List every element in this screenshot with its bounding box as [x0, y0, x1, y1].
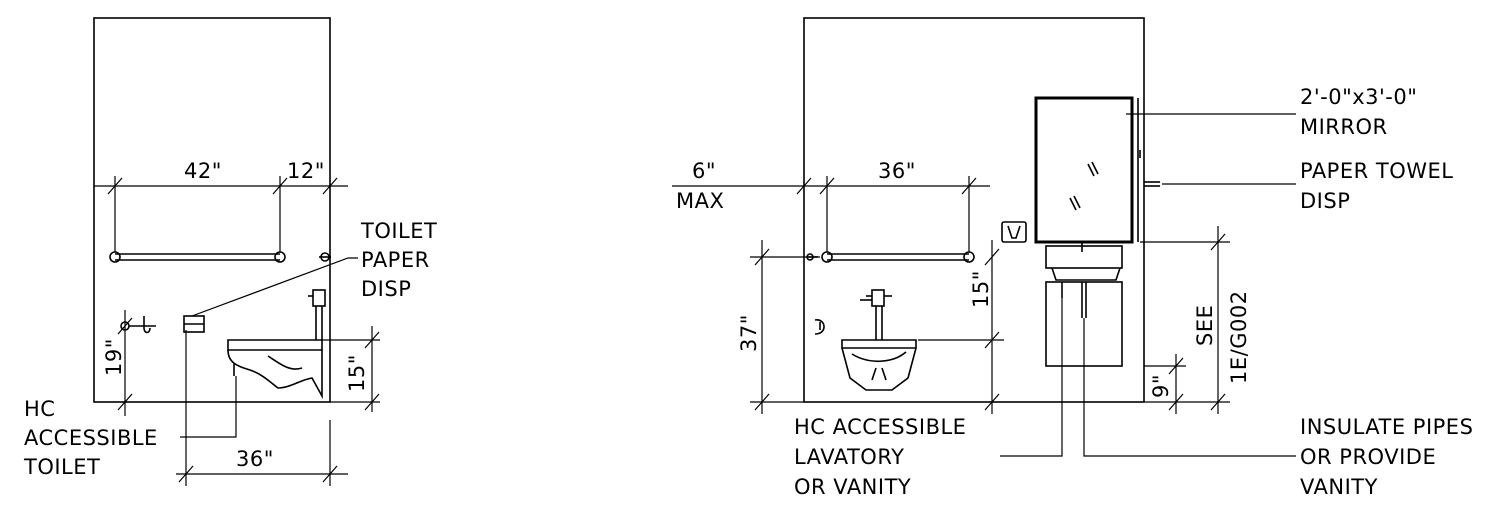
paper-towel-dispenser: [1137, 98, 1160, 242]
dim-wall-offset: 6": [692, 159, 716, 183]
label-tp-disp-line1: TOILET: [360, 219, 437, 243]
label-pipes-line2: OR PROVIDE: [1300, 445, 1436, 469]
grab-bar-height-dimension: 37": [737, 240, 820, 414]
toilet-wall-outline: [93, 17, 331, 403]
toilet-elevation: 42" 12": [23, 17, 437, 486]
insulate-pipes-callout: INSULATE PIPES OR PROVIDE VANITY: [1083, 318, 1473, 499]
label-pipes-line1: INSULATE PIPES: [1300, 415, 1473, 439]
rear-grab-bar: [109, 251, 286, 263]
label-towel-line1: PAPER TOWEL: [1300, 159, 1453, 183]
toilet-paper-dispenser: [183, 315, 205, 333]
knee-clearance-dimension: 9": [1144, 354, 1186, 414]
dim-wall-offset-note: MAX: [676, 189, 724, 213]
urinal-flush-valve: [860, 289, 892, 340]
toilet-callout: HC ACCESSIBLE TOILET: [23, 376, 237, 479]
dim-grab-bar-length: 42": [184, 159, 222, 183]
lavatory-grab-bar: [806, 251, 975, 263]
label-mirror-line2: MIRROR: [1300, 115, 1388, 139]
label-towel-line2: DISP: [1300, 189, 1350, 213]
lavatory-wall-outline: [803, 17, 1145, 403]
label-toilet-line2: ACCESSIBLE: [24, 426, 158, 450]
dim-dispenser-height: 19": [102, 338, 126, 376]
toilet-bowl: [227, 339, 323, 400]
toilet-centerline-dimension: 36": [176, 330, 348, 486]
label-see-line2: 1E/G002: [1227, 290, 1251, 384]
urinal-height-dimension: 15": [918, 240, 1004, 414]
label-toilet-line3: TOILET: [23, 455, 100, 479]
vanity-height-dimension: SEE 1E/G002: [1140, 226, 1251, 414]
side-grab-bar-end: [319, 252, 331, 262]
lavatory-coat-hook: [814, 319, 825, 335]
label-tp-disp-line2: PAPER: [361, 248, 430, 272]
label-mirror-line1: 2'-0"x3'-0": [1300, 85, 1417, 109]
tp-dispenser-callout: TOILET PAPER DISP: [191, 219, 437, 317]
mirror: [1034, 96, 1134, 244]
lavatory-callout: HC ACCESSIBLE LAVATORY OR VANITY: [794, 298, 1063, 499]
dim-grab-bar-offset: 12": [287, 159, 325, 183]
dim-toilet-centerline: 36": [236, 447, 274, 471]
label-lavatory-line1: HC ACCESSIBLE: [794, 415, 966, 439]
urinal: [841, 339, 917, 391]
dim-urinal-height: 15": [969, 270, 993, 308]
mirror-callout: 2'-0"x3'-0" MIRROR: [1126, 85, 1417, 139]
dim-knee-clearance: 9": [1149, 374, 1173, 398]
label-lavatory-line2: LAVATORY: [794, 445, 904, 469]
dim-grab-bar-length-right: 36": [878, 159, 916, 183]
label-toilet-line1: HC: [24, 397, 55, 421]
label-see-line1: SEE: [1193, 305, 1217, 346]
paper-towel-callout: PAPER TOWEL DISP: [1162, 159, 1453, 213]
dim-grab-bar-height: 37": [737, 314, 761, 352]
dim-flush-height: 15": [345, 354, 369, 392]
grab-bar-length-dimension: 42" 12": [94, 159, 348, 252]
flush-height-dimension: 15": [322, 326, 380, 412]
flush-valve: [308, 289, 326, 340]
label-lavatory-line3: OR VANITY: [794, 475, 911, 499]
label-pipes-line3: VANITY: [1300, 475, 1378, 499]
label-tp-disp-line3: DISP: [361, 277, 411, 301]
soap-dispenser: [1001, 221, 1027, 243]
lavatory-elevation: 6" MAX 36" 37": [672, 17, 1473, 499]
dispenser-height-dimension: 19": [102, 310, 133, 416]
wall-offset-dimension: 6" MAX 36": [672, 159, 990, 252]
